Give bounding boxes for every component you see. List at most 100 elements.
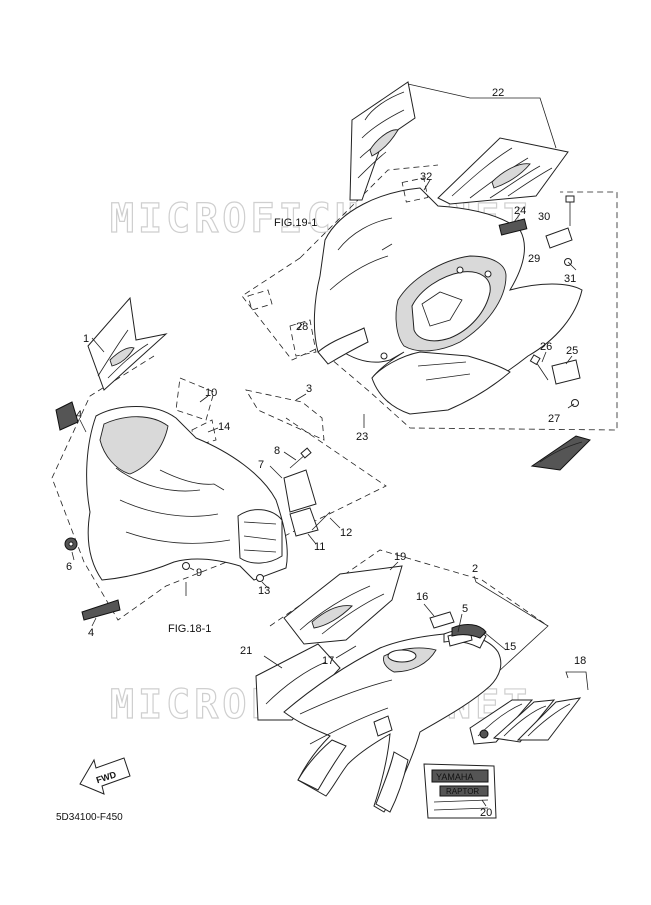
plate-7 [283,469,317,513]
callout-26: 26 [540,341,552,353]
side-cover-group: YAMAHA RAPTOR [255,549,589,819]
front-group-boundary [51,355,387,621]
bolt-30 [565,195,575,226]
leader-15 [483,631,507,651]
callout-13: 13 [258,585,270,597]
callout-21: 21 [240,645,252,657]
nut-27 [571,399,579,407]
rear-flame-decal-right [437,137,569,205]
callout-9: 9 [196,567,202,579]
callout-18: 18 [574,655,586,667]
leader-27 [567,403,575,409]
leader-16 [423,603,435,617]
plate-11 [289,507,319,537]
leader-25 [565,355,573,365]
callout-6: 6 [66,561,72,573]
rear-group-boundary-2 [299,164,439,259]
leader-14 [207,427,219,433]
leader-24 [513,213,521,223]
side-cover-body [283,629,502,813]
fig-ref-upper: FIG.19-1 [274,217,317,229]
grommet-6 [64,537,78,551]
leader-6 [71,551,75,561]
side-decal-18 [469,697,582,745]
side-group-boundary [269,549,549,627]
callout-22: 22 [492,87,504,99]
brand-decal-text: YAMAHA [436,772,473,782]
leader-4-lower [91,617,97,627]
callout-14: 14 [218,421,230,433]
washer-13 [256,574,264,582]
decal-10 [175,377,215,421]
leader-5 [457,613,463,633]
front-fender-group [51,296,387,627]
callout-4-upper: 4 [76,409,82,421]
rear-corner-decal [530,435,591,471]
callout-28: 28 [296,321,308,333]
small-decal-left [247,289,273,311]
rear-fender-body [313,187,583,415]
leader-28 [297,323,303,331]
side-decal-4-upper [55,401,79,431]
leader-21 [263,655,283,669]
callout-23: 23 [356,431,368,443]
callout-12: 12 [340,527,352,539]
callout-24: 24 [514,205,526,217]
callout-19: 19 [394,551,406,563]
leader-12 [329,517,341,529]
leader-13 [261,581,269,589]
callout-20: 20 [480,807,492,819]
fig-ref-lower: FIG.18-1 [168,623,211,635]
decal-3 [245,389,325,441]
leader-fig19 [381,243,393,251]
callout-16: 16 [416,591,428,603]
callout-3: 3 [306,383,312,395]
callout-32: 32 [420,171,432,183]
sheet-28 [289,319,317,357]
part-code: 5D34100-F450 [56,812,123,823]
decal-16 [429,611,455,629]
rear-fender-group [241,81,618,471]
plate-29 [545,227,573,249]
callout-11: 11 [314,541,325,553]
headlight-opening [237,509,283,564]
leader-4-upper [79,419,87,433]
leader-3 [295,393,307,401]
callout-7: 7 [258,459,264,471]
leader-8 [283,451,297,461]
callout-10: 10 [205,387,217,399]
decal-24 [498,218,528,236]
callout-27: 27 [548,413,560,425]
leader-26 [541,351,547,363]
callout-25: 25 [566,345,578,357]
callout-31: 31 [564,273,576,285]
washer-9 [182,562,190,570]
bolt-12 [311,511,331,531]
brand-decal-20: YAMAHA RAPTOR [423,763,497,819]
front-fender-panel [99,416,169,475]
callout-2: 2 [472,563,478,575]
callout-15: 15 [504,641,516,653]
leader-18 [565,671,589,691]
callout-30: 30 [538,211,550,223]
bolt-8 [289,447,312,469]
leader-20 [481,799,487,807]
leader-9 [189,567,195,571]
leader-7 [269,465,283,479]
side-decal-4-lower [81,599,121,621]
callout-17: 17 [322,655,334,667]
callout-8: 8 [274,445,280,457]
callout-4-lower: 4 [88,627,94,639]
leader-19 [389,561,399,571]
bolt-26 [529,354,549,381]
callout-5: 5 [462,603,468,615]
leader-10 [199,395,209,403]
front-flame-decal [87,296,168,391]
part-15 [451,624,487,639]
callout-29: 29 [528,253,540,265]
leader-1 [91,337,105,353]
leader-32 [423,179,431,191]
leader-2 [473,575,549,673]
